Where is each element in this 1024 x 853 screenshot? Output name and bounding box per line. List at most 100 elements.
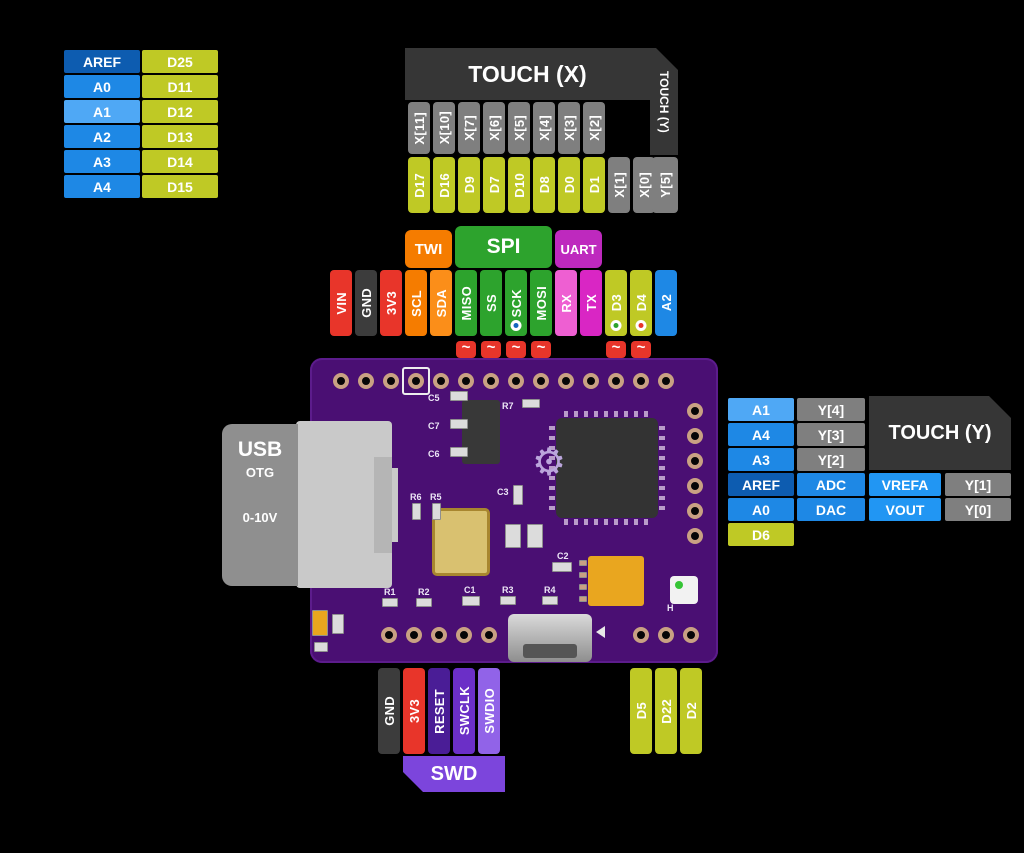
led	[670, 576, 698, 604]
pin-swd-gnd: GND	[378, 668, 400, 754]
pin-x2: X[2]	[583, 102, 605, 154]
pin-text: D2	[683, 702, 699, 720]
silkscreen-label: C5	[428, 393, 440, 403]
usb-title: USB	[237, 438, 283, 461]
pin-label-d12: D12	[142, 100, 218, 123]
pin-hole	[431, 627, 447, 643]
silkscreen-label: C7	[428, 421, 440, 431]
pin-text: GND	[381, 696, 397, 726]
pin-x10: X[10]	[433, 102, 455, 154]
led-dot	[675, 581, 683, 589]
pin-hole	[687, 503, 703, 519]
pin-text: D9	[461, 176, 477, 194]
pin-hole	[633, 373, 649, 389]
pin-label-vrefa: VREFA	[869, 473, 941, 496]
mcu-chip	[549, 411, 665, 525]
pin-vin: VIN	[330, 270, 352, 336]
pin-hole	[481, 627, 497, 643]
pin-text: X[10]	[436, 111, 452, 145]
silkscreen-label: R5	[430, 492, 442, 502]
uart-header: UART	[555, 230, 602, 268]
smd-component	[314, 642, 328, 652]
silkscreen-label: R3	[502, 585, 514, 595]
mcu-pins	[564, 411, 650, 417]
pin-hole	[687, 528, 703, 544]
touch-y-side-title: TOUCH (Y)	[657, 70, 671, 133]
pin-reset: RESET	[428, 668, 450, 754]
smd-component	[450, 447, 468, 457]
pin-tx: TX	[580, 270, 602, 336]
d3-marker-dot	[610, 320, 622, 331]
pin-x3: X[3]	[558, 102, 580, 154]
pin-label-d11: D11	[142, 75, 218, 98]
pin-miso: MISO	[455, 270, 477, 336]
silkscreen-label: C6	[428, 449, 440, 459]
usb-slot	[523, 644, 577, 658]
pin-text: VIN	[333, 291, 349, 315]
silkscreen-label: R6	[410, 492, 422, 502]
crystal	[432, 508, 490, 576]
pin-hole	[683, 627, 699, 643]
pin-text: GND	[358, 288, 374, 318]
silkscreen-label: R1	[384, 587, 396, 597]
pin-y5: Y[5]	[652, 157, 678, 213]
pin-hole	[633, 627, 649, 643]
pin-text: 3V3	[383, 290, 399, 316]
pin-label-y1: Y[1]	[945, 473, 1011, 496]
pin-d16: D16	[433, 157, 455, 213]
pin-sck: SCK	[505, 270, 527, 336]
pin-x11: X[11]	[408, 102, 430, 154]
chip-leg	[579, 560, 587, 566]
pin-label-d25: D25	[142, 50, 218, 73]
pin-gnd: GND	[355, 270, 377, 336]
spi-header: SPI	[455, 226, 552, 268]
pwm-indicator: ~	[531, 340, 551, 358]
usb-plug	[296, 421, 398, 588]
smd-component	[450, 419, 468, 429]
pin-hole	[608, 373, 624, 389]
smd-component	[505, 524, 521, 548]
pin-text: D4	[633, 294, 649, 312]
pin-label-vout: VOUT	[869, 498, 941, 521]
pin-text: A2	[658, 294, 674, 312]
pin-label-a1: A1	[64, 100, 140, 123]
pin-d22: D22	[655, 668, 677, 754]
silkscreen-label: C2	[557, 551, 569, 561]
pin-text: RESET	[431, 688, 447, 734]
pin-d10: D10	[508, 157, 530, 213]
smd-component	[412, 503, 421, 520]
mcu-pins	[564, 519, 650, 525]
pin-d1: D1	[583, 157, 605, 213]
mcu-pins	[659, 426, 665, 510]
usb-plug-step	[390, 468, 398, 542]
smd-component	[527, 524, 543, 548]
touch-x-title: TOUCH (X)	[468, 60, 587, 87]
chip-leg	[579, 572, 587, 578]
pin-text: SCL	[408, 289, 424, 317]
smd-component	[542, 596, 558, 605]
pin-text: SWDIO	[481, 688, 497, 734]
pin-hole	[533, 373, 549, 389]
smd-component	[312, 610, 328, 636]
pin-label-a3-right: A3	[728, 448, 794, 471]
smd-component	[382, 598, 398, 607]
smd-component	[432, 503, 441, 520]
pin-d2: D2	[680, 668, 702, 754]
pin-d8: D8	[533, 157, 555, 213]
pin-hole	[433, 373, 449, 389]
pin-label-d14: D14	[142, 150, 218, 173]
pin-x7: X[7]	[458, 102, 480, 154]
pin-label-a4: A4	[64, 175, 140, 198]
smd-component	[416, 598, 432, 607]
pin-d5: D5	[630, 668, 652, 754]
pin-text: D5	[633, 702, 649, 720]
pin-label-d6: D6	[728, 523, 794, 546]
pin-text: SWCLK	[456, 686, 472, 736]
pin-text: MISO	[458, 285, 474, 321]
twi-header: TWI	[405, 230, 452, 268]
pin-label-a2: A2	[64, 125, 140, 148]
pwm-indicator: ~	[481, 340, 501, 358]
pin-text: 3V3	[406, 698, 422, 724]
pin-hole	[687, 428, 703, 444]
